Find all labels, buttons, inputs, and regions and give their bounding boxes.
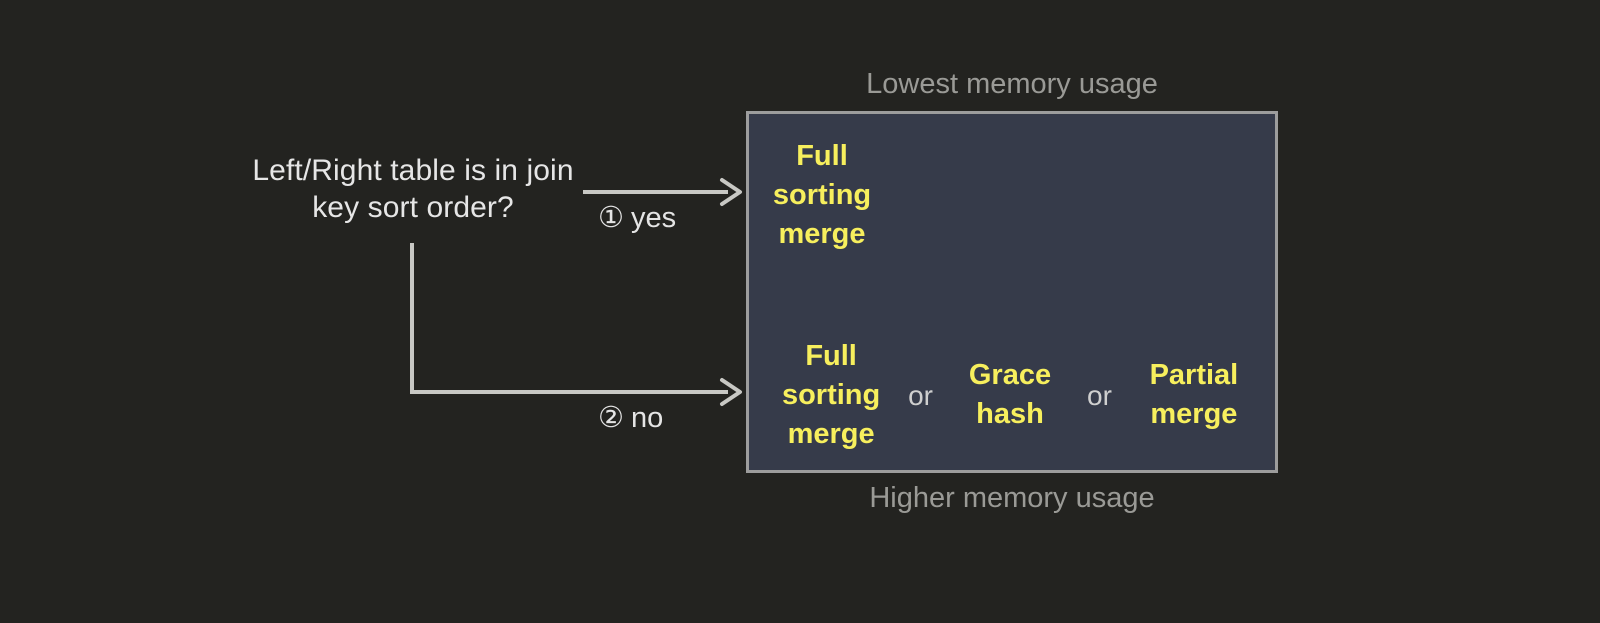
- option-separator-2: or: [1087, 379, 1112, 411]
- unsorted-outcome-row: Full sorting merge or Grace hash or Part…: [749, 330, 1281, 460]
- branch-marker-2: ②: [598, 402, 624, 434]
- outcome-panel: Full sorting merge Full sorting merge or…: [746, 111, 1278, 473]
- option-grace-hash: Grace hash: [968, 359, 1052, 430]
- option-full-sorting-merge-sorted: Full sorting merge: [772, 139, 872, 250]
- option-full-sorting-merge-unsorted: Full sorting merge: [781, 339, 881, 450]
- decision-question: Left/Right table is in join key sort ord…: [252, 154, 574, 224]
- caption-lowest-memory: Lowest memory usage: [866, 68, 1158, 100]
- option-separator-1: or: [908, 379, 933, 411]
- branch-text-yes: yes: [631, 202, 677, 234]
- sorted-outcome-row: Full sorting merge: [749, 130, 1281, 260]
- branch-text-no: no: [631, 402, 664, 434]
- caption-higher-memory: Higher memory usage: [869, 482, 1155, 514]
- arrow-no: [410, 243, 742, 406]
- option-partial-merge: Partial merge: [1149, 359, 1239, 430]
- branch-marker-1: ①: [598, 202, 624, 234]
